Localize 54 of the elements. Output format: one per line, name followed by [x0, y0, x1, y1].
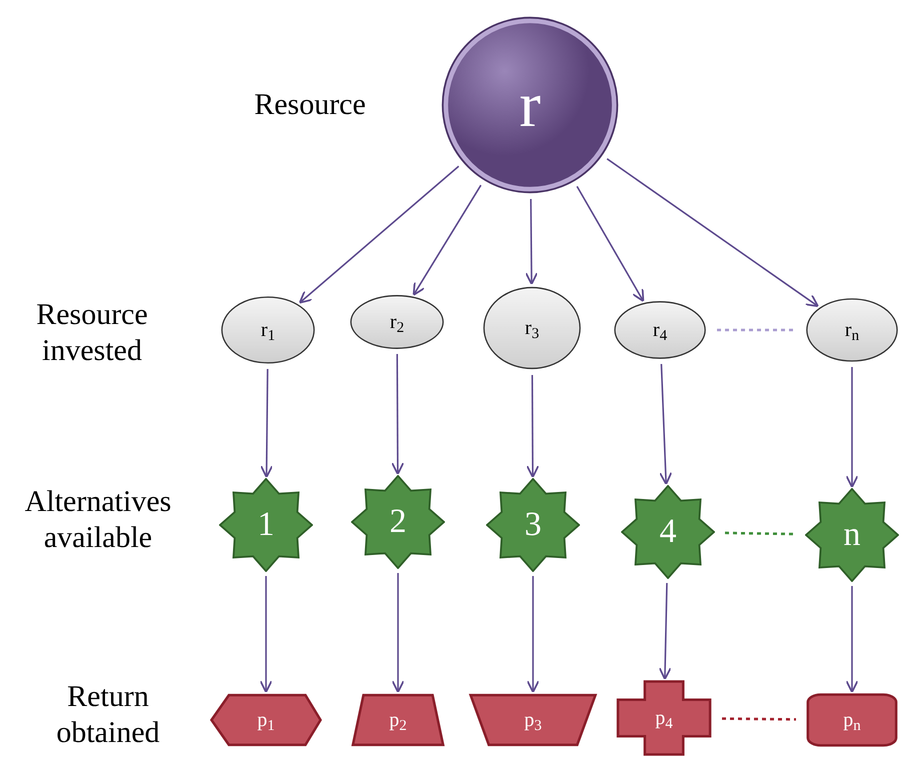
resource-ellipse [482, 285, 582, 371]
arrow [260, 369, 274, 478]
node-label: 3 [524, 508, 542, 542]
alternative-star [621, 485, 715, 579]
node-label: 4 [660, 515, 676, 549]
node-label: p$_{n}$ [843, 710, 861, 730]
alternative-star [351, 475, 445, 569]
return-hexagon [208, 693, 324, 747]
resource-ellipse [349, 294, 445, 350]
return-trapezoid [350, 693, 446, 747]
arrow [846, 367, 858, 488]
row-label: Resource [253, 87, 367, 123]
node-label: r$_{n}$ [844, 320, 860, 340]
node-label: r [519, 73, 541, 137]
arrow [260, 576, 272, 694]
node-label: r$_{2}$ [390, 312, 404, 332]
node-label: p$_{4}$ [655, 708, 673, 728]
arrow [659, 364, 672, 486]
dashed-line [722, 717, 796, 721]
node-label: r$_{4}$ [652, 320, 668, 340]
node-label: r$_{1}$ [260, 320, 276, 340]
arrow [412, 184, 482, 296]
arrow [526, 375, 540, 478]
arrow [392, 573, 404, 694]
arrow [526, 576, 540, 694]
arrow [606, 158, 819, 308]
return-rounded-box [806, 693, 898, 747]
node-label: r$_{3}$ [524, 318, 540, 338]
arrow [846, 586, 858, 694]
return-cross [616, 680, 712, 756]
resource-ellipse [613, 300, 707, 360]
node-label: p$_{1}$ [257, 710, 275, 730]
alternative-star [486, 478, 580, 572]
arrow [298, 166, 460, 304]
arrow [391, 354, 404, 476]
node-label: p$_{3}$ [524, 710, 542, 730]
dashed-line [717, 328, 795, 332]
return-trapezoid [468, 693, 598, 747]
resource-circle [440, 15, 620, 195]
alternative-star [219, 478, 313, 572]
node-label: n [844, 518, 860, 552]
arrow [658, 582, 672, 680]
row-label: Resource invested [35, 297, 149, 369]
resource-ellipse [220, 295, 316, 365]
arrow [525, 198, 538, 286]
row-label: Return obtained [55, 679, 161, 751]
node-label: p$_{2}$ [389, 710, 407, 730]
node-label: 2 [390, 505, 406, 539]
row-label: Alternatives available [24, 484, 172, 556]
alternative-star [805, 488, 899, 582]
dashed-line [724, 532, 796, 536]
arrow [576, 186, 644, 302]
node-label: 1 [258, 508, 274, 542]
resource-ellipse [805, 297, 899, 363]
